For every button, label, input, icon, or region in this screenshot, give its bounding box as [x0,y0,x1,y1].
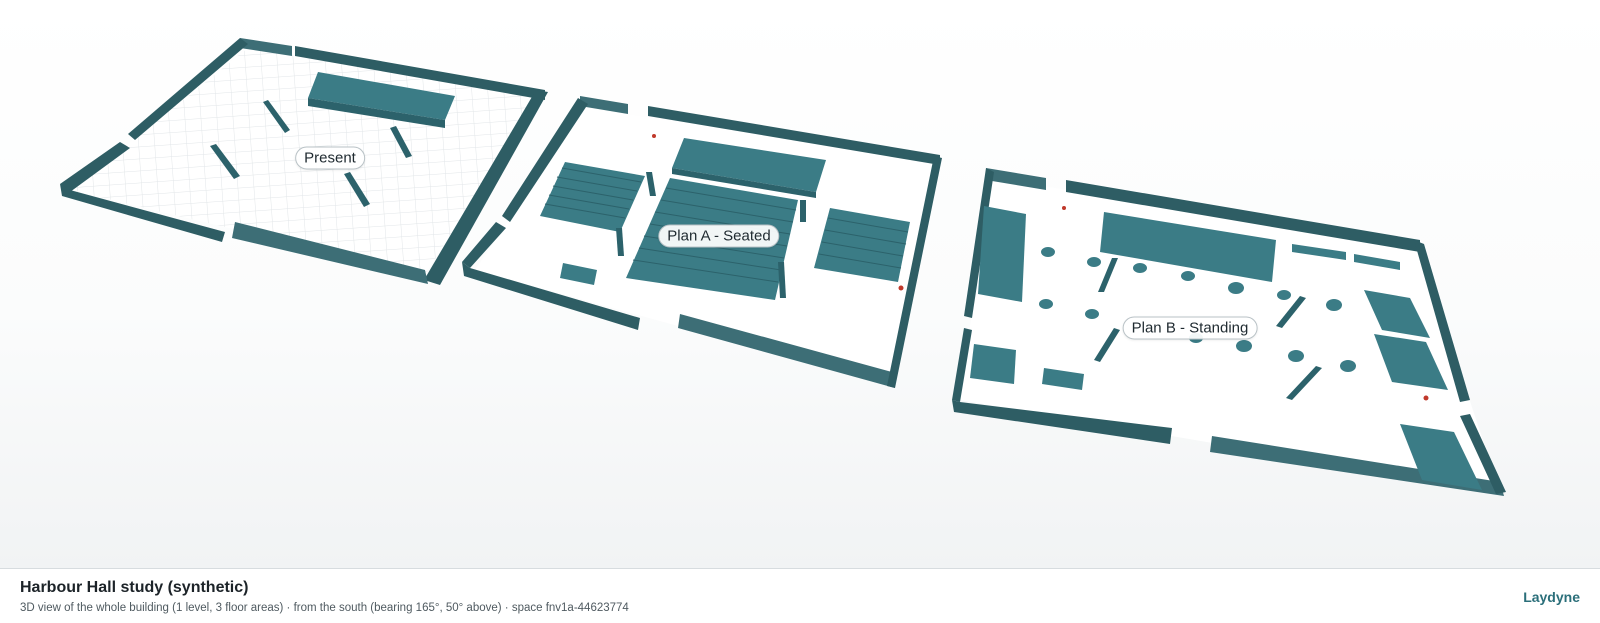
seating-block-left [540,162,645,232]
brand-logo: Laydyne [1523,589,1580,605]
room-present-walls [60,38,548,285]
room-present[interactable] [60,38,548,285]
view-description: 3D view of the whole building (1 level, … [20,602,629,614]
room-label-plan-a[interactable]: Plan A - Seated [658,224,780,248]
display-panels [210,100,412,207]
room-label-plan-b[interactable]: Plan B - Standing [1122,316,1258,340]
exit-marker [652,134,656,138]
3d-viewport[interactable]: Present Plan A - Seated Plan B - Standin… [0,0,1600,568]
display-panels [1094,258,1322,400]
stage [672,138,826,198]
room-plan-a-walls [462,96,942,388]
stage [308,72,455,128]
exit-marker [1062,206,1066,210]
exit-marker [1423,395,1429,401]
booths [970,206,1482,490]
study-title: Harbour Hall study (synthetic) [20,579,249,596]
exit-marker [898,285,904,291]
seating-block-right [814,208,910,282]
footer-bar: Harbour Hall study (synthetic) 3D view o… [0,568,1600,623]
building-3d-scene[interactable] [0,0,1600,568]
display-panels [560,172,806,298]
bar-counter [1100,212,1400,282]
room-label-present[interactable]: Present [295,146,365,170]
